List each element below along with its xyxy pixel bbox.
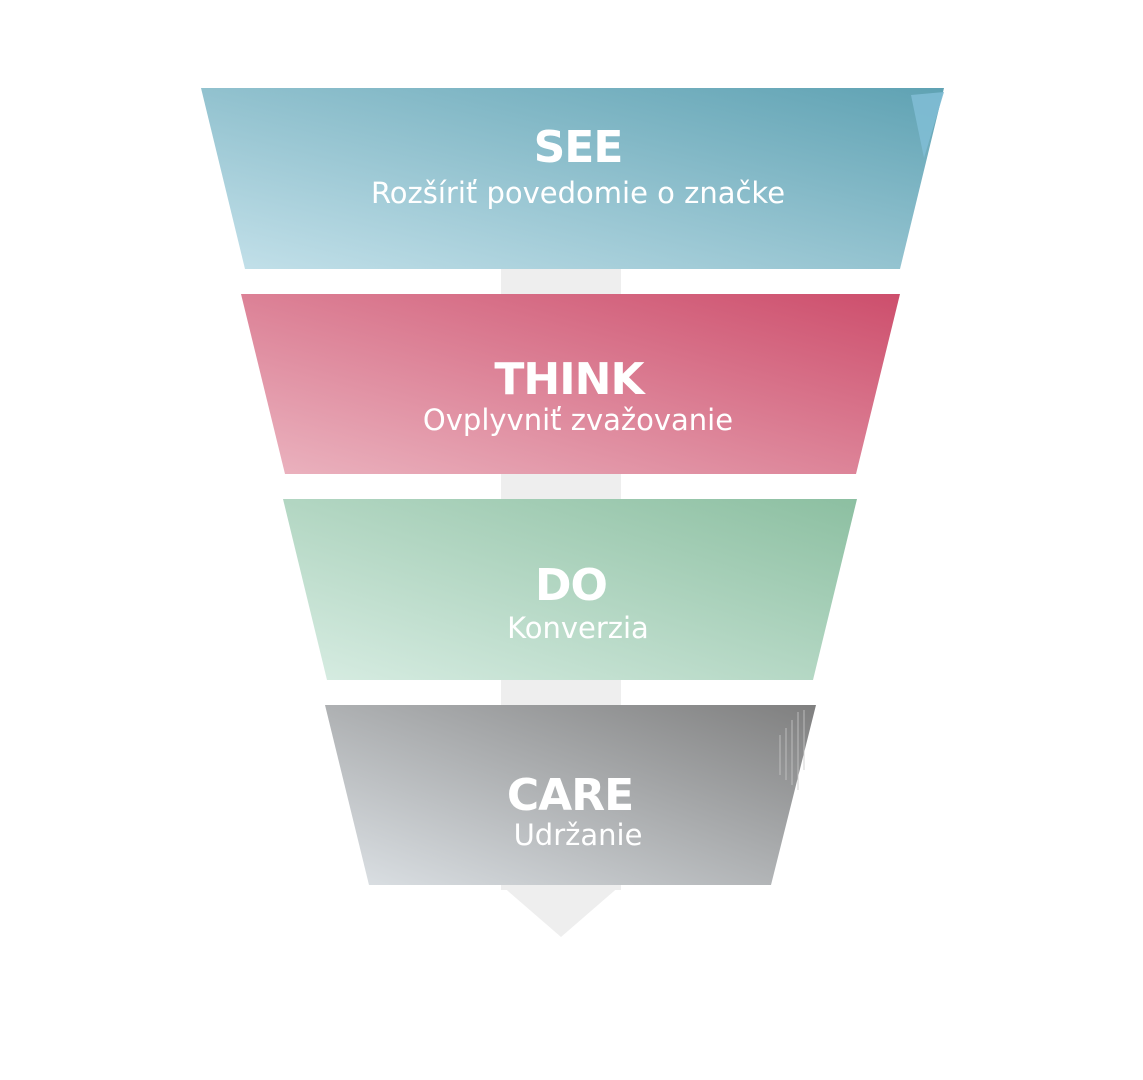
stage-title: DO xyxy=(535,560,607,611)
stage-subtitle: Konverzia xyxy=(507,611,649,645)
stage-shape xyxy=(241,294,900,474)
funnel-stage-care: CARE Udržanie xyxy=(325,705,816,885)
stage-subtitle: Rozšíriť povedomie o značke xyxy=(371,176,785,210)
stage-title: SEE xyxy=(534,122,623,173)
funnel-stage-think: THINK Ovplyvniť zvažovanie xyxy=(241,294,900,474)
funnel-stage-do: DO Konverzia xyxy=(283,499,857,680)
stage-corner-accent xyxy=(911,92,944,158)
stage-shape xyxy=(283,499,857,680)
stage-subtitle: Udržanie xyxy=(514,818,643,852)
stage-shape xyxy=(201,88,944,269)
stage-subtitle: Ovplyvniť zvažovanie xyxy=(423,403,733,437)
stage-title: CARE xyxy=(507,770,633,821)
stage-shape xyxy=(325,705,816,885)
stage-corner-texture xyxy=(779,710,805,790)
funnel-stage-see: SEE Rozšíriť povedomie o značke xyxy=(201,88,944,269)
stage-title: THINK xyxy=(494,354,646,405)
